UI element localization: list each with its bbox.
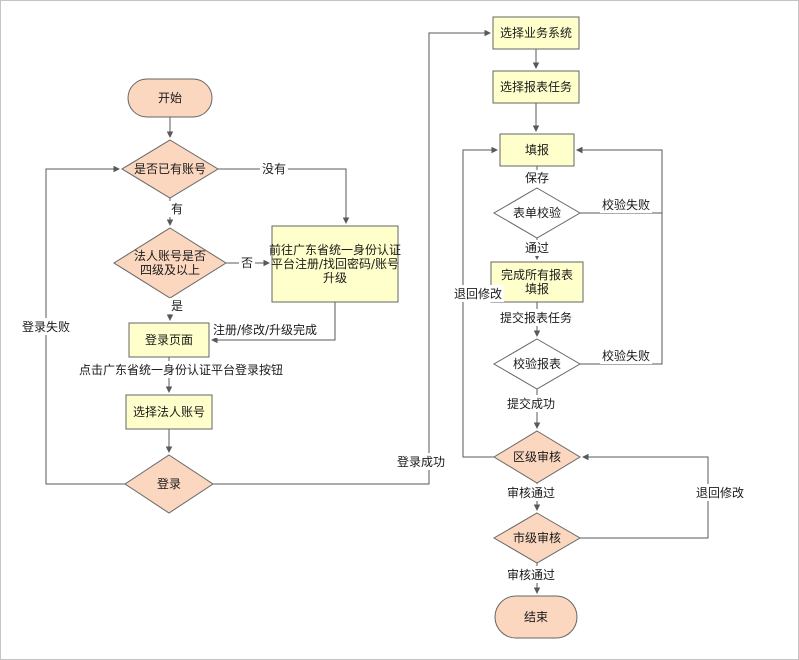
node-shape-diamond (493, 512, 581, 564)
edge-label-background (210, 321, 320, 338)
node-shape-stadium (494, 595, 578, 639)
node-start: 开始 (127, 78, 213, 118)
node-shape-diamond (493, 430, 581, 484)
node-shape-rect (125, 394, 213, 430)
edge-check-report-to-fill-report (576, 146, 663, 365)
node-form-check: 表单校验 (493, 187, 581, 239)
edge-label-check-report-to-fill-report: 校验失败 (602, 348, 650, 363)
node-complete-all: 完成所有报表填报 (490, 261, 584, 303)
edge-label-background (693, 484, 747, 501)
node-district-review: 区级审核 (493, 430, 581, 484)
node-select-task: 选择报表任务 (492, 70, 580, 104)
edge-label-has-account-to-goto-platform: 没有 (262, 161, 286, 176)
node-shape-diamond (124, 454, 214, 514)
node-fill-report: 填报 (499, 133, 575, 167)
edge-label-login-to-select-system: 登录成功 (397, 454, 445, 469)
edge-label-form-check-to-complete-all: 通过 (525, 241, 549, 255)
node-label: 前往广东省统一身份认证平台注册/找回密码/账号升级 (269, 242, 401, 285)
node-shape-rect (271, 225, 399, 303)
edge-label-check-report-to-district-review: 提交成功 (507, 396, 555, 411)
edge-label-login-to-has-account: 登录失败 (22, 319, 70, 334)
edge-label-background (19, 318, 73, 335)
node-login-page: 登录页面 (128, 322, 210, 358)
node-has-account: 是否已有账号 (121, 139, 219, 199)
edge-label-account-level-to-login-page: 是 (171, 299, 183, 313)
node-login: 登录 (124, 454, 214, 514)
node-shape-rect (490, 261, 584, 303)
node-city-review: 市级审核 (493, 512, 581, 564)
node-shape-rect (492, 70, 580, 104)
edge-goto-platform-to-login-page (211, 302, 336, 344)
node-label: 完成所有报表填报 (501, 267, 573, 296)
node-check-report: 校验报表 (493, 338, 581, 390)
edge-label-district-review-to-fill-report: 退回修改 (454, 286, 502, 301)
edge-label-account-level-to-goto-platform: 否 (241, 256, 253, 270)
node-end: 结束 (494, 595, 578, 639)
node-shape-rect (492, 16, 580, 50)
edge-label-form-check-to-fill-report: 校验失败 (602, 197, 650, 212)
node-label: 选择业务系统 (500, 25, 572, 40)
node-account-level: 法人账号是否四级及以上 (113, 227, 227, 299)
node-label: 登录 (157, 476, 181, 491)
node-label: 区级审核 (513, 449, 561, 464)
edge-label-background (259, 160, 289, 177)
edge-label-city-review-to-district-review: 退回修改 (696, 485, 744, 500)
node-shape-diamond (493, 187, 581, 239)
edge-label-district-review-to-city-review: 审核通过 (507, 485, 555, 500)
edge-has-account-to-goto-platform (218, 168, 350, 224)
node-label: 是否已有账号 (134, 162, 206, 176)
node-label: 校验报表 (513, 356, 561, 371)
node-label: 结束 (524, 610, 548, 624)
node-label: 表单校验 (513, 205, 561, 220)
node-select-system: 选择业务系统 (492, 16, 580, 50)
edge-label-goto-platform-to-login-page: 注册/修改/升级完成 (213, 322, 317, 337)
node-label: 填报 (525, 142, 549, 157)
node-shape-rect (499, 133, 575, 167)
edge-label-background (504, 484, 558, 501)
edge-label-has-account-to-account-level: 有 (171, 202, 183, 216)
edge-label-background (451, 285, 505, 302)
node-shape-diamond (493, 338, 581, 390)
node-shape-stadium (127, 78, 213, 118)
edge-label-city-review-to-end: 审核通过 (507, 567, 555, 582)
edge-label-background (168, 201, 186, 217)
node-shape-rect (128, 322, 210, 358)
edge-label-background (76, 361, 286, 378)
edge-label-login-page-to-select-account: 点击广东省统一身份认证平台登录按钮 (79, 362, 283, 377)
edge-district-review-to-fill-report (462, 146, 498, 458)
edge-label-background (504, 395, 558, 412)
edge-label-background (599, 196, 653, 213)
node-label: 法人账号是否四级及以上 (134, 249, 206, 277)
node-label: 选择报表任务 (500, 79, 572, 94)
edge-label-background (497, 309, 575, 326)
node-goto-platform: 前往广东省统一身份认证平台注册/找回密码/账号升级 (269, 225, 401, 303)
edge-city-review-to-district-review (580, 453, 709, 539)
edge-label-background (238, 255, 256, 271)
node-label: 开始 (158, 91, 182, 105)
edge-label-background (504, 566, 558, 583)
node-shape-diamond (121, 139, 219, 199)
edge-label-background (522, 240, 552, 256)
edge-label-background (522, 170, 552, 186)
node-select-account: 选择法人账号 (125, 394, 213, 430)
edge-label-complete-all-to-check-report: 提交报表任务 (500, 310, 572, 325)
edge-label-background (394, 453, 448, 470)
edge-label-background (168, 298, 186, 314)
edge-label-background (599, 347, 653, 364)
node-label: 选择法人账号 (133, 405, 205, 419)
edge-label-fill-report-to-form-check: 保存 (525, 171, 549, 185)
edge-login-to-select-system (213, 29, 491, 485)
node-label: 市级审核 (513, 530, 561, 545)
node-label: 登录页面 (145, 332, 193, 347)
